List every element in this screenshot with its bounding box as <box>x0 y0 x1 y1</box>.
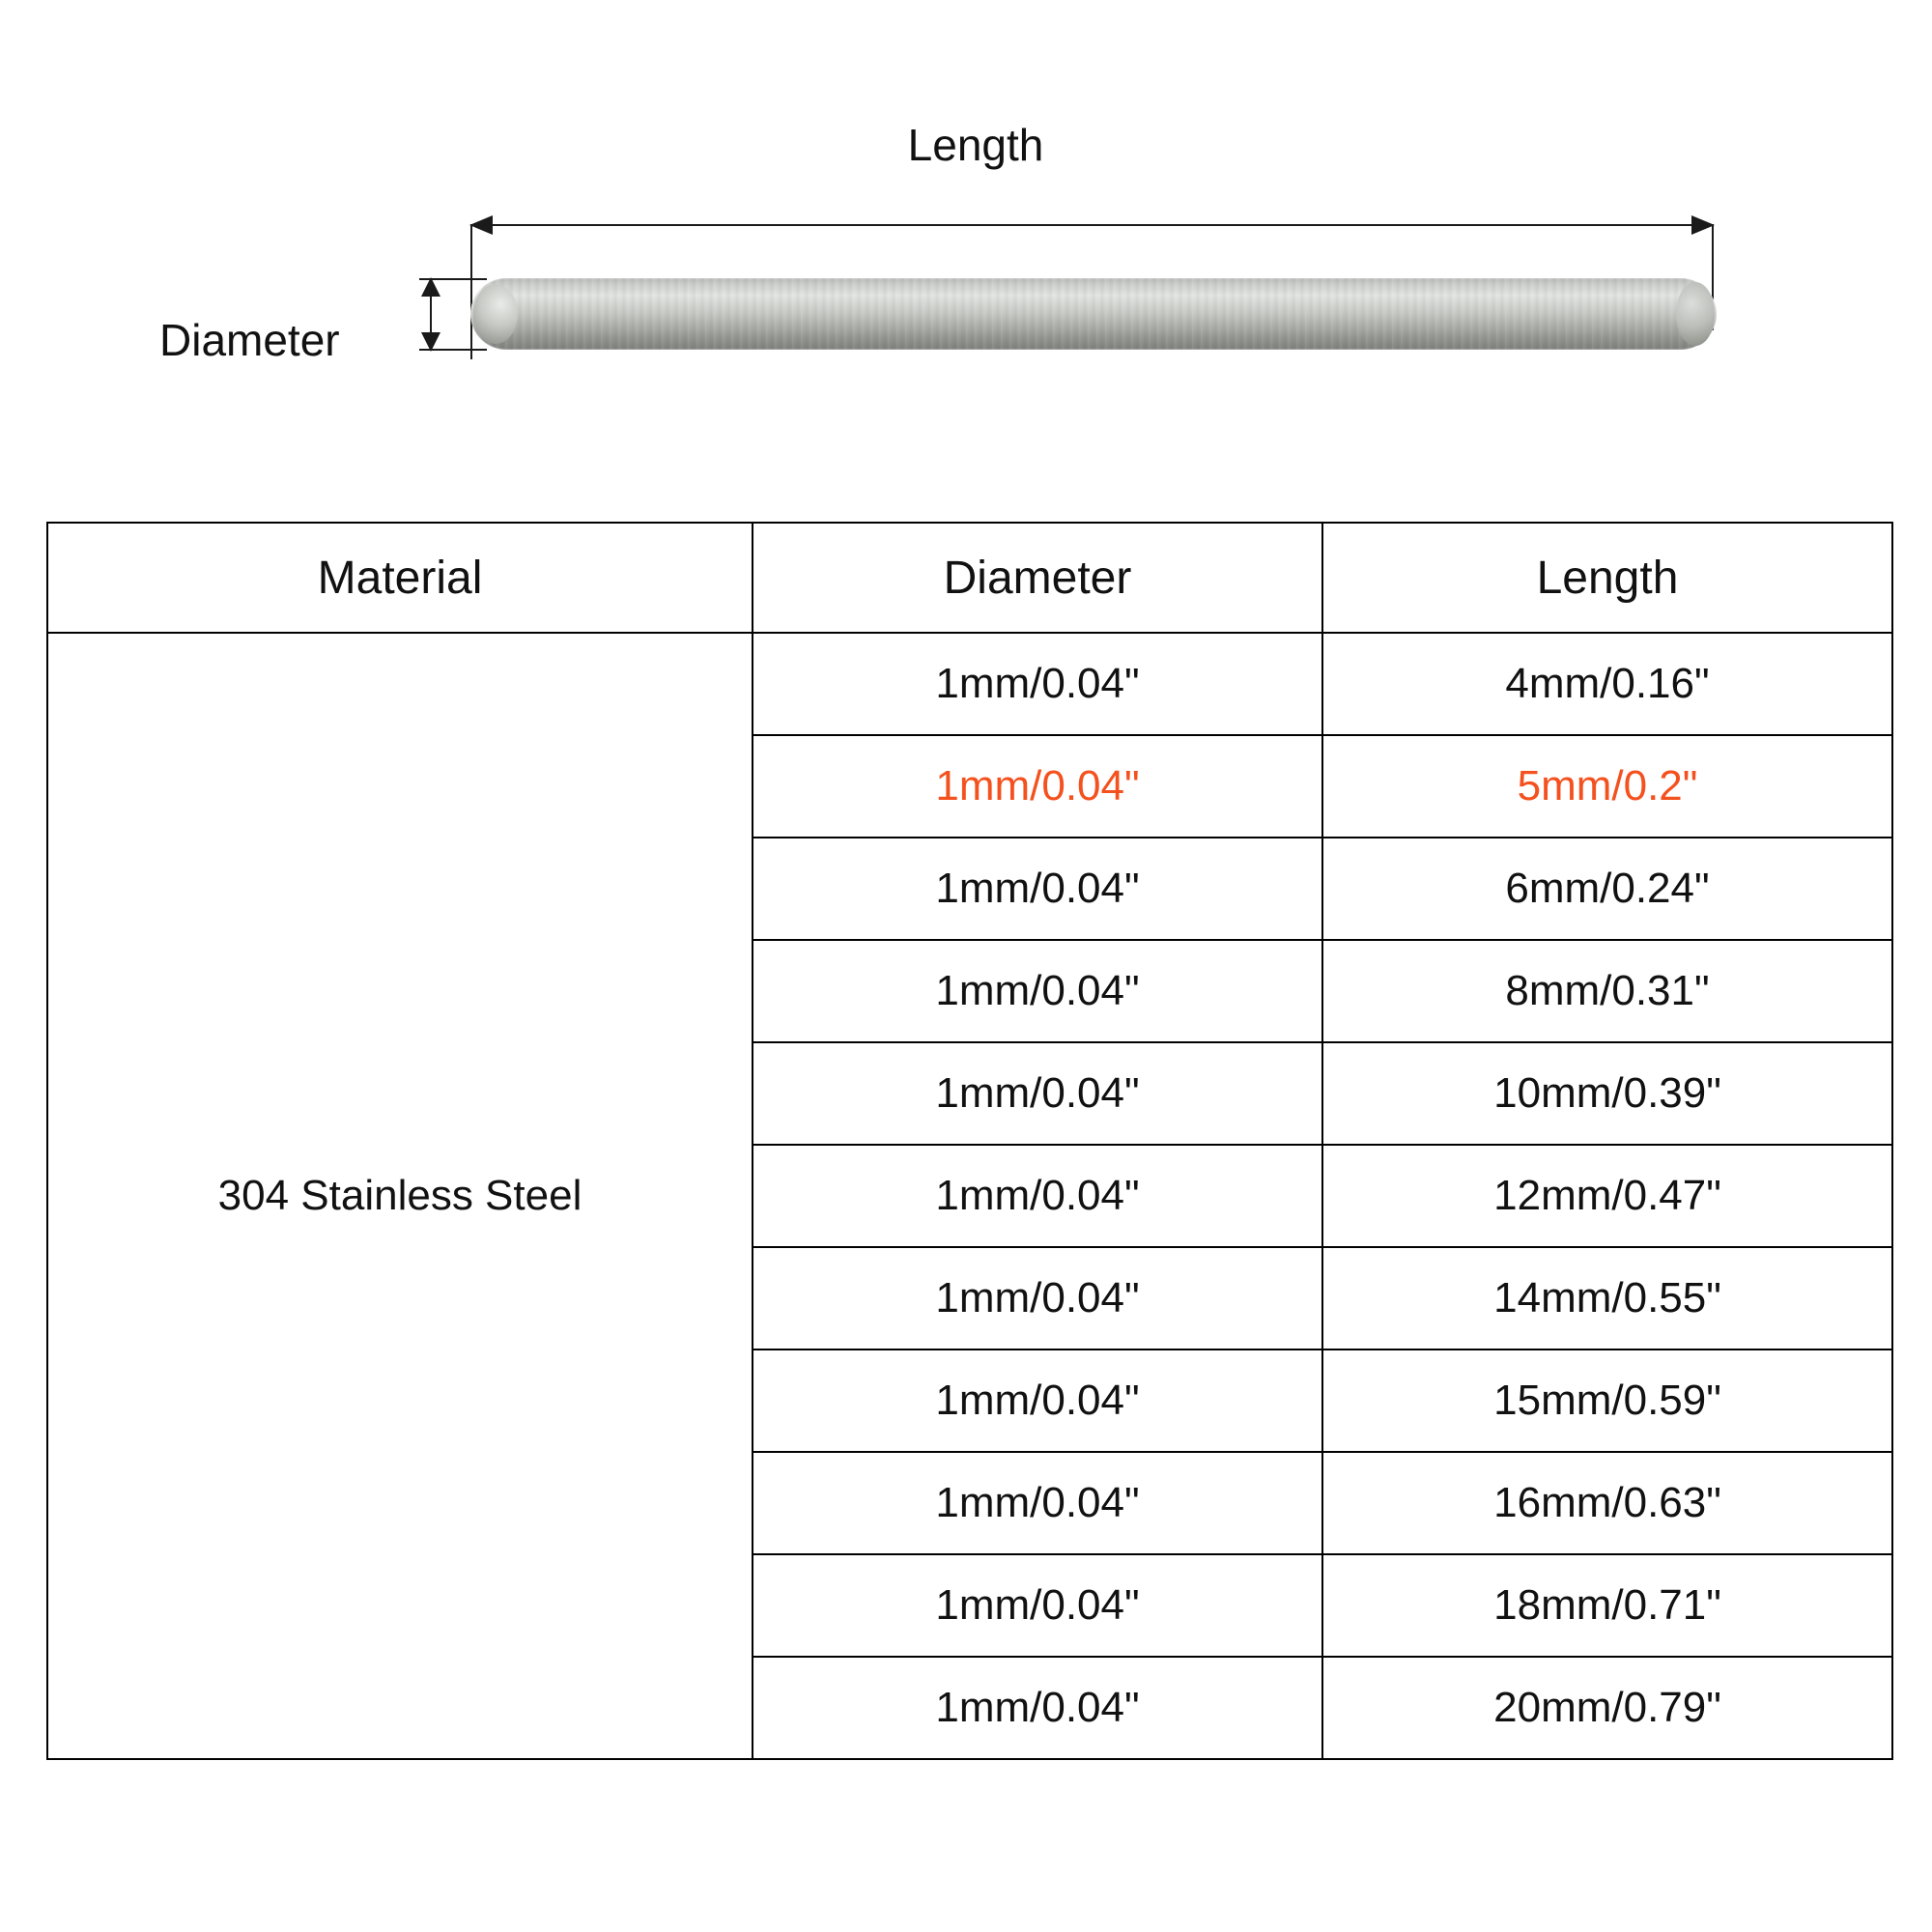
length-dimension-label: Length <box>907 120 1044 170</box>
cell-length: 6mm/0.24" <box>1321 837 1893 941</box>
cell-diameter: 1mm/0.04" <box>752 1451 1323 1555</box>
cell-diameter: 1mm/0.04" <box>752 1349 1323 1453</box>
table-row: 1mm/0.04"5mm/0.2" <box>47 734 1893 838</box>
table-row: 1mm/0.04"8mm/0.31" <box>47 939 1893 1043</box>
cell-length: 5mm/0.2" <box>1321 734 1893 838</box>
table-row: 1mm/0.04"15mm/0.59" <box>47 1349 1893 1453</box>
cell-diameter: 1mm/0.04" <box>752 1041 1323 1146</box>
table-header-row: Material Diameter Length <box>46 522 1893 634</box>
cell-diameter: 1mm/0.04" <box>752 1553 1323 1658</box>
table-row: 1mm/0.04"20mm/0.79" <box>47 1656 1893 1760</box>
cell-material: 304 Stainless Steel <box>46 632 753 1760</box>
length-witness-line-left <box>470 224 472 359</box>
rod-tip-right <box>1676 282 1715 346</box>
cell-diameter: 1mm/0.04" <box>752 1246 1323 1350</box>
cell-diameter: 1mm/0.04" <box>752 734 1323 838</box>
length-witness-line-right <box>1712 224 1714 330</box>
column-header-diameter: Diameter <box>752 522 1323 634</box>
length-dimension-arrow <box>469 215 1715 235</box>
cell-length: 8mm/0.31" <box>1321 939 1893 1043</box>
specification-table: Material Diameter Length 304 Stainless S… <box>46 522 1893 1760</box>
table-row: 1mm/0.04"10mm/0.39" <box>47 1041 1893 1146</box>
arrow-right-icon <box>1691 215 1715 235</box>
column-header-length: Length <box>1321 522 1893 634</box>
cell-length: 15mm/0.59" <box>1321 1349 1893 1453</box>
diameter-witness-line-top <box>419 278 487 280</box>
cell-length: 16mm/0.63" <box>1321 1451 1893 1555</box>
cell-diameter: 1mm/0.04" <box>752 939 1323 1043</box>
arrow-down-icon <box>421 332 440 352</box>
diameter-witness-line-bottom <box>419 349 487 351</box>
cell-length: 12mm/0.47" <box>1321 1144 1893 1248</box>
product-dimension-diagram: Length Diameter <box>0 0 1932 483</box>
cell-length: 18mm/0.71" <box>1321 1553 1893 1658</box>
arrow-up-icon <box>421 277 440 297</box>
cell-length: 4mm/0.16" <box>1321 632 1893 736</box>
cell-diameter: 1mm/0.04" <box>752 1144 1323 1248</box>
cell-length: 14mm/0.55" <box>1321 1246 1893 1350</box>
cell-length: 20mm/0.79" <box>1321 1656 1893 1760</box>
table-row: 1mm/0.04"16mm/0.63" <box>47 1451 1893 1555</box>
column-header-material: Material <box>46 522 753 634</box>
table-row: 1mm/0.04"14mm/0.55" <box>47 1246 1893 1350</box>
cell-diameter: 1mm/0.04" <box>752 1656 1323 1760</box>
arrow-left-icon <box>469 215 493 235</box>
cell-length: 10mm/0.39" <box>1321 1041 1893 1146</box>
cell-diameter: 1mm/0.04" <box>752 632 1323 736</box>
table-row: 1mm/0.04"6mm/0.24" <box>47 837 1893 941</box>
stainless-steel-rod-image <box>470 278 1717 350</box>
diameter-dimension-label: Diameter <box>159 315 340 365</box>
cell-diameter: 1mm/0.04" <box>752 837 1323 941</box>
diameter-dimension-arrow <box>421 277 440 352</box>
table-row: 1mm/0.04"18mm/0.71" <box>47 1553 1893 1658</box>
rod-tip-left <box>473 284 518 344</box>
table-row: 1mm/0.04"12mm/0.47" <box>47 1144 1893 1248</box>
